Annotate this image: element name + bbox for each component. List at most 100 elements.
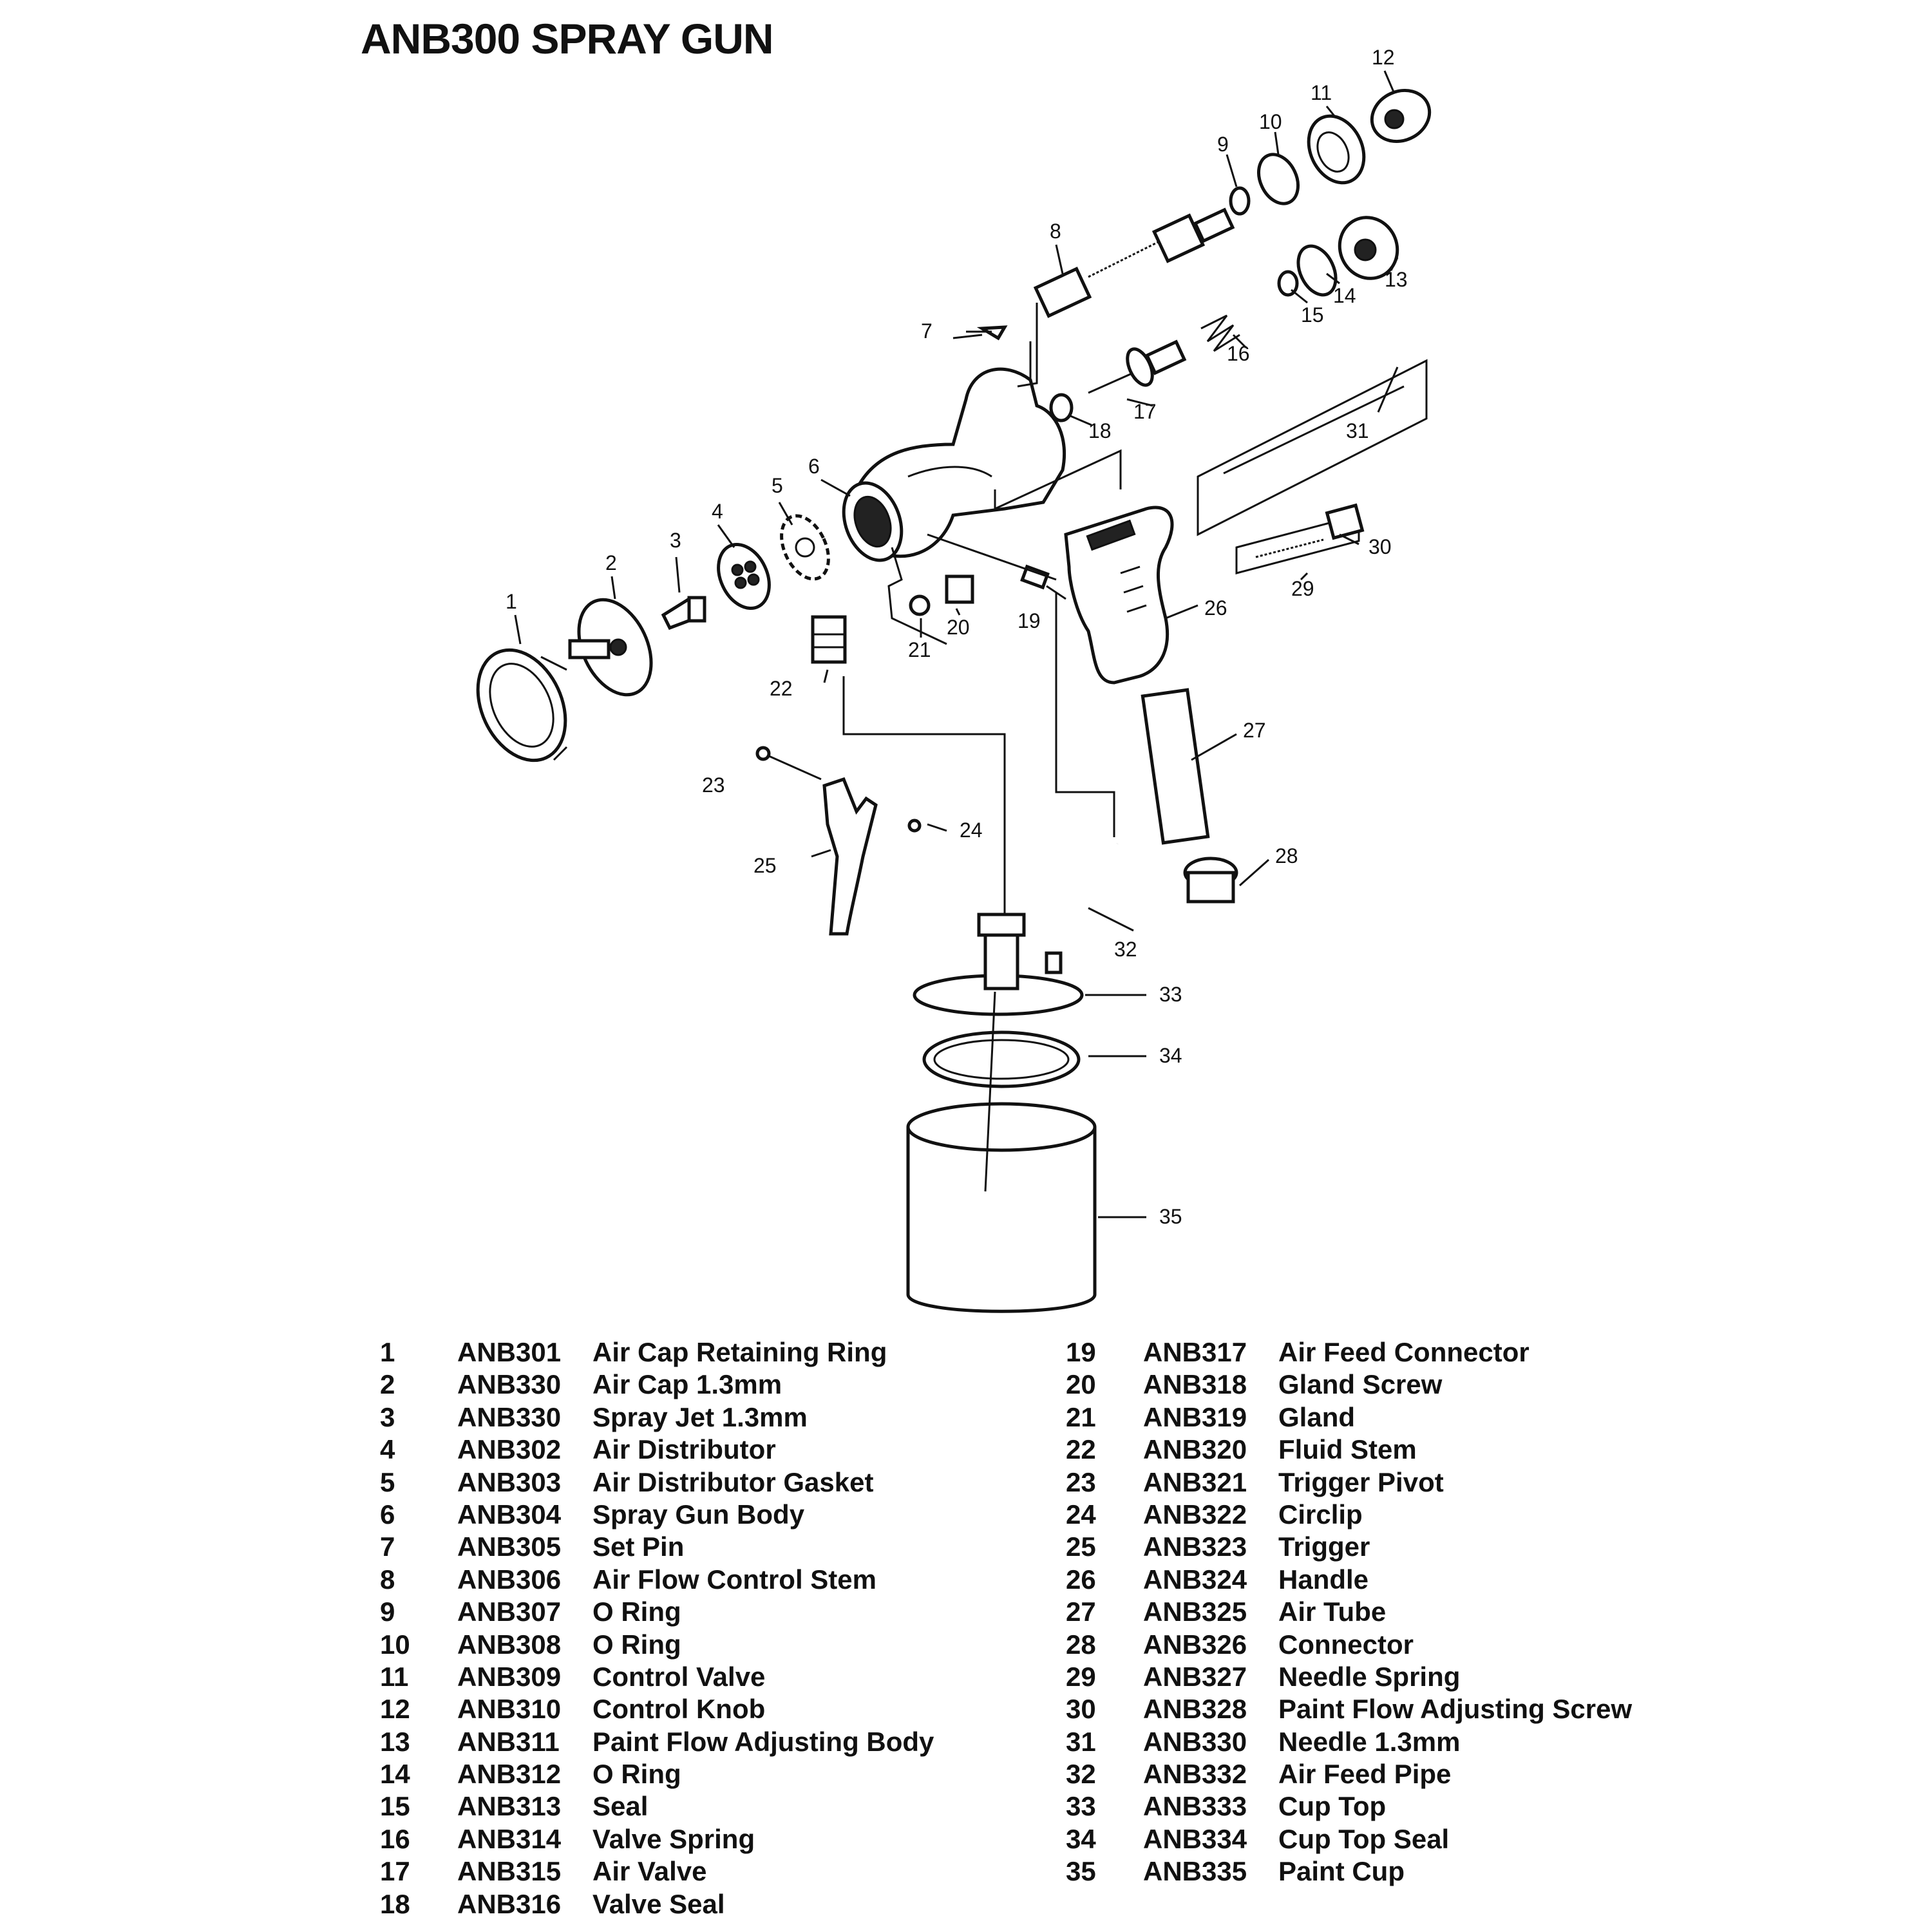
callout-7: 7 [921, 319, 933, 343]
part-num: 17 [380, 1856, 410, 1887]
part-desc: Spray Jet 1.3mm [592, 1401, 808, 1432]
part-27-air-tube [1141, 688, 1210, 845]
part-code: ANB306 [457, 1564, 562, 1595]
callout-3: 3 [670, 529, 681, 552]
callout-10: 10 [1259, 110, 1282, 133]
part-code: ANB313 [457, 1791, 562, 1822]
callout-19: 19 [1018, 609, 1041, 632]
callout-26: 26 [1204, 596, 1227, 620]
part-18-valve-seal [1049, 393, 1074, 422]
part-5-gasket [780, 514, 830, 581]
part-code: ANB303 [457, 1466, 562, 1497]
part-desc: O Ring [592, 1596, 681, 1627]
part-30-adjust-screw [1325, 503, 1365, 540]
part-num: 13 [380, 1726, 410, 1757]
part-desc: Air Tube [1278, 1596, 1387, 1627]
part-33-cup-top [913, 913, 1084, 1016]
part-desc: Circlip [1278, 1499, 1363, 1530]
callout-16: 16 [1227, 342, 1250, 365]
part-desc: Air Valve [592, 1856, 707, 1887]
callout-20: 20 [947, 616, 970, 639]
part-code: ANB330 [1143, 1726, 1247, 1757]
part-22-fluid-stem [811, 615, 847, 664]
parts-list-row: 20 ANB318 Gland Screw [1066, 1368, 1710, 1401]
part-code: ANB324 [1143, 1564, 1247, 1595]
part-desc: Seal [592, 1791, 649, 1822]
part-21-gland [909, 594, 931, 616]
part-code: ANB323 [1143, 1531, 1247, 1562]
part-code: ANB310 [457, 1694, 562, 1725]
part-desc: O Ring [592, 1629, 681, 1660]
part-code: ANB330 [457, 1369, 562, 1400]
part-desc: Connector [1278, 1629, 1414, 1660]
part-desc: Paint Flow Adjusting Screw [1278, 1694, 1633, 1725]
part-num: 26 [1066, 1564, 1096, 1595]
callout-5: 5 [772, 474, 783, 497]
gland-box-line [887, 547, 947, 645]
part-desc: O Ring [592, 1759, 681, 1790]
part-17-air-valve [1088, 339, 1187, 394]
part-code: ANB314 [457, 1823, 562, 1854]
part-desc: Cup Top [1278, 1791, 1387, 1822]
part-code: ANB325 [1143, 1596, 1247, 1627]
part-num: 16 [380, 1823, 410, 1854]
callout-15: 15 [1301, 303, 1324, 327]
part-16-valve-spring [1200, 314, 1240, 352]
part-20-gland-screw [945, 574, 974, 604]
part-num: 34 [1066, 1823, 1096, 1854]
part-25-trigger [822, 777, 878, 936]
part-9-o-ring [1229, 186, 1251, 216]
callout-12: 12 [1372, 46, 1395, 69]
part-code: ANB318 [1143, 1369, 1247, 1400]
callout-21: 21 [908, 638, 931, 661]
part-code: ANB328 [1143, 1694, 1247, 1725]
part-num: 4 [380, 1434, 395, 1465]
part-desc: Gland Screw [1278, 1369, 1443, 1400]
part-1-retaining-ring [476, 648, 568, 762]
part-num: 32 [1066, 1759, 1096, 1790]
part-desc: Gland [1278, 1401, 1356, 1432]
part-code: ANB315 [457, 1856, 562, 1887]
callout-27: 27 [1243, 719, 1266, 742]
part-code: ANB319 [1143, 1401, 1247, 1432]
part-code: ANB330 [457, 1401, 562, 1432]
part-num: 23 [1066, 1466, 1096, 1497]
part-num: 20 [1066, 1369, 1096, 1400]
callout-33: 33 [1159, 983, 1182, 1006]
part-code: ANB326 [1143, 1629, 1247, 1660]
part-desc: Cup Top Seal [1278, 1823, 1450, 1854]
leader-lines [514, 70, 1399, 1218]
callout-2: 2 [605, 551, 617, 574]
part-num: 8 [380, 1564, 395, 1595]
part-num: 18 [380, 1888, 410, 1919]
part-num: 14 [380, 1759, 410, 1790]
callout-35: 35 [1159, 1205, 1182, 1228]
part-desc: Paint Flow Adjusting Body [592, 1726, 934, 1757]
part-code: ANB302 [457, 1434, 562, 1465]
part-7-set-pin [952, 325, 1008, 341]
part-code: ANB305 [457, 1531, 562, 1562]
part-28-connector [1183, 857, 1238, 904]
callout-31: 31 [1346, 419, 1369, 442]
callout-34: 34 [1159, 1044, 1182, 1067]
fluid-path-line [842, 676, 1006, 914]
handle-box-line [994, 449, 1122, 511]
part-code: ANB312 [457, 1759, 562, 1790]
